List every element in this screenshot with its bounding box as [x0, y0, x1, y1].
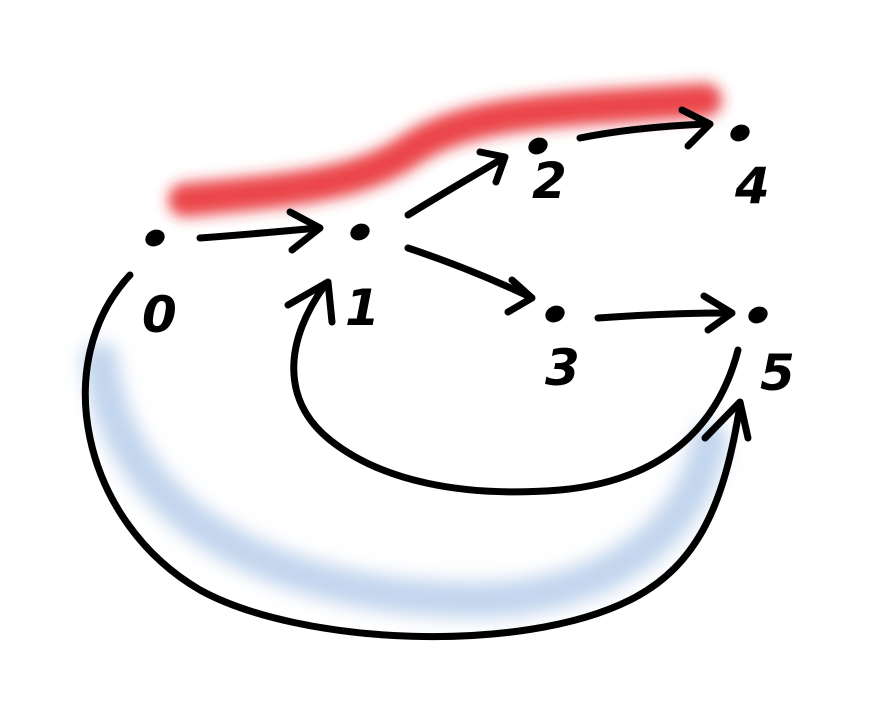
edge-3-5 [594, 292, 736, 334]
node-label-0: 0 [142, 286, 177, 344]
node-label-3: 3 [545, 339, 580, 397]
node-1 [350, 223, 370, 241]
edge-0-1 [196, 208, 324, 254]
edge-1-3 [404, 244, 536, 316]
label-layer: 0 1 2 3 4 5 [142, 152, 795, 402]
blue-edge-highlight [82, 342, 728, 619]
node-2 [528, 137, 548, 155]
node-5 [748, 306, 768, 324]
edge-1-2 [404, 148, 509, 219]
node-label-2: 2 [532, 152, 567, 210]
node-label-5: 5 [760, 344, 795, 402]
edge-0-5 [81, 271, 752, 641]
edge-5-1 [284, 278, 742, 496]
edge-layer [81, 106, 752, 641]
edge-2-4 [576, 106, 714, 150]
node-0 [145, 229, 165, 247]
node-layer [145, 124, 768, 324]
node-3 [545, 305, 565, 323]
highlight-layer [82, 83, 728, 619]
node-4 [730, 124, 750, 142]
red-path-highlight [168, 83, 722, 217]
node-label-1: 1 [345, 279, 380, 337]
node-label-4: 4 [734, 157, 770, 215]
